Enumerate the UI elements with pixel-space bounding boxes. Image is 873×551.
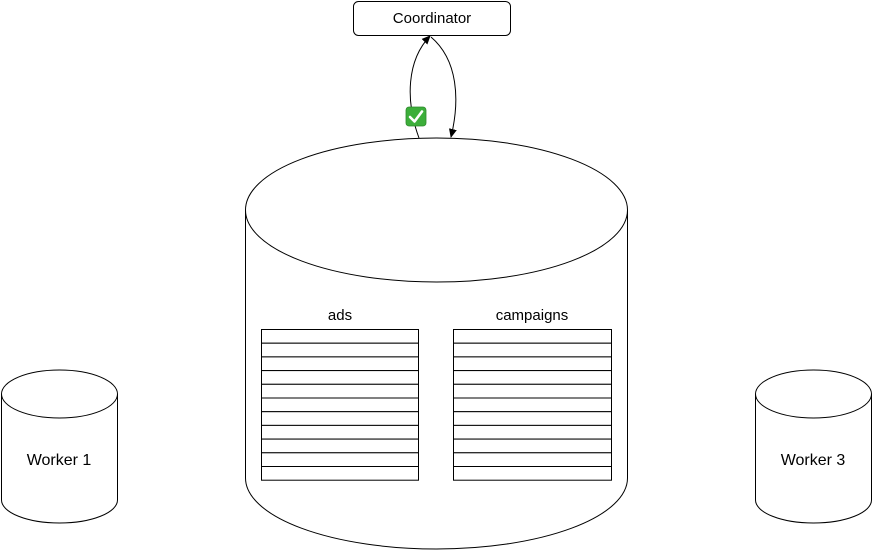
worker-3-top [755, 369, 872, 419]
table-campaigns[interactable]: campaigns [453, 307, 612, 481]
table-ads-rows [261, 329, 419, 481]
table-row [453, 411, 612, 426]
table-ads-label: ads [328, 307, 352, 324]
worker-3-label: Worker 3 [781, 452, 846, 469]
table-row [261, 411, 419, 426]
check-mark-icon [405, 106, 427, 127]
worker-3-body [755, 394, 872, 524]
table-row [261, 397, 419, 413]
table-row [261, 424, 419, 440]
table-row [261, 383, 419, 399]
worker-1-top [1, 369, 118, 419]
table-campaigns-rows [453, 329, 612, 481]
table-row [261, 452, 419, 467]
table-row [453, 424, 612, 440]
table-row [261, 370, 419, 385]
worker-1-node[interactable]: Worker 1 [1, 369, 118, 524]
table-row [261, 438, 419, 454]
coordinator-label: Coordinator [393, 10, 471, 27]
table-row [453, 452, 612, 467]
worker-1-label: Worker 1 [27, 452, 92, 469]
table-row [261, 329, 419, 344]
database-top [245, 137, 628, 283]
worker-3-node[interactable]: Worker 3 [755, 369, 872, 524]
coordinator-node[interactable]: Coordinator [353, 1, 511, 36]
table-row [261, 466, 419, 481]
table-row [453, 329, 612, 344]
arrow-coordinator-to-database[interactable] [430, 36, 457, 138]
table-campaigns-label: campaigns [496, 307, 569, 324]
table-row [261, 356, 419, 372]
table-row [453, 342, 612, 358]
worker-1-body [1, 394, 118, 524]
table-row [261, 342, 419, 358]
table-row [453, 397, 612, 413]
table-row [453, 370, 612, 385]
table-row [453, 356, 612, 372]
table-row [453, 466, 612, 481]
table-row [453, 438, 612, 454]
table-ads[interactable]: ads [261, 307, 419, 481]
table-row [453, 383, 612, 399]
coordinator-box[interactable] [353, 1, 511, 36]
